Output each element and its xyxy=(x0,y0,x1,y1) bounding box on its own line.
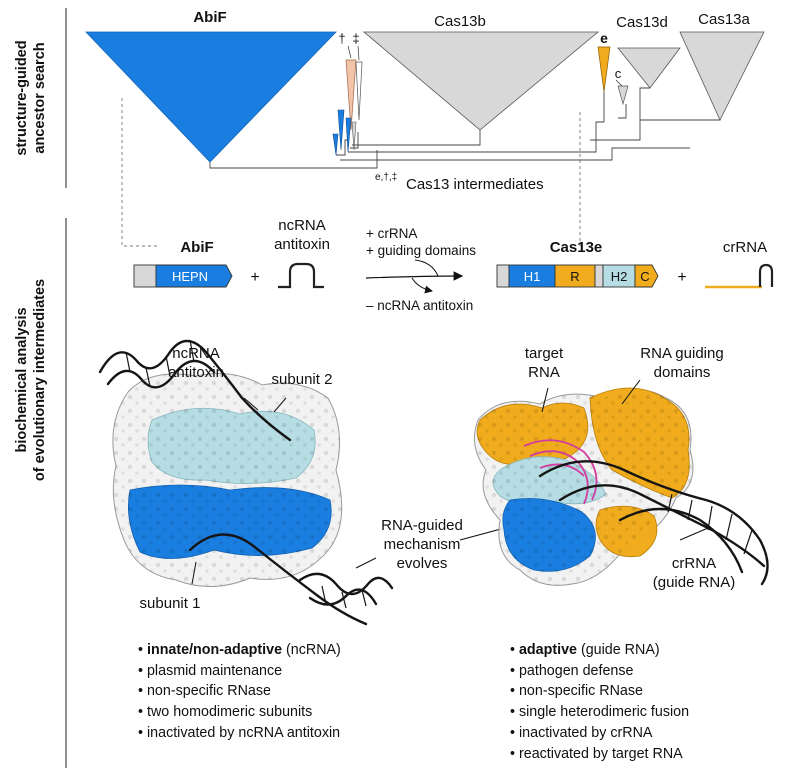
hepn-domain xyxy=(155,264,233,288)
abif-structure xyxy=(98,339,394,626)
ncrna-antitoxin-icon xyxy=(278,262,324,289)
gain-line-1: + crRNA xyxy=(366,226,417,241)
ddagger-clade xyxy=(355,61,363,121)
c-label: c xyxy=(615,66,622,81)
cas13e-property-6-text: reactivated by target RNA xyxy=(518,745,683,762)
cas13e-property-1-bold: adaptive xyxy=(518,642,577,658)
cas13e-property-4: • single heterodimeric fusion xyxy=(510,704,690,721)
cas13a-tree-label: Cas13a xyxy=(698,11,750,28)
abif-property-5: • inactivated by ncRNA antitoxin xyxy=(138,724,341,741)
abif-tree-label: AbiF xyxy=(193,9,226,26)
cas13e-clade xyxy=(597,46,611,93)
e-label: e xyxy=(600,30,608,46)
cas13e-property-4-text: single heterodimeric fusion xyxy=(518,704,690,721)
cas13b-tree-label: Cas13b xyxy=(434,13,486,30)
right-target-label-1: target xyxy=(525,345,564,362)
dagger-label: † xyxy=(338,31,345,46)
hepn-label: HEPN xyxy=(172,269,208,284)
cas13e-property-6: • reactivated by target RNA xyxy=(510,745,683,762)
abif-property-2: • plasmid maintenance xyxy=(138,662,283,679)
intermediates-label: Cas13 intermediates xyxy=(406,176,544,193)
left-subunit2-label: subunit 2 xyxy=(272,371,333,388)
abif-property-4: • two homodimeric subunits xyxy=(138,704,313,721)
side-label-bottom-2: of evolutionary intermediates xyxy=(32,279,48,481)
intermediate-gray xyxy=(351,121,357,151)
c-domain xyxy=(634,264,659,288)
gain-line-2: + guiding domains xyxy=(366,243,476,258)
ncrna-ribbon xyxy=(98,339,394,626)
cas13e-structure xyxy=(473,379,769,586)
cas13b-clade xyxy=(362,31,600,131)
schematic-row: AbiF HEPN + ncRNA antitoxin + crRNA + gu… xyxy=(133,217,774,313)
h1-label: H1 xyxy=(524,269,541,284)
left-ncrna-label-2: antitoxin xyxy=(168,364,224,381)
intermediate-blue-2 xyxy=(345,117,352,153)
left-ncrna-label-1: ncRNA xyxy=(172,345,220,362)
intermediate-blue-3 xyxy=(332,133,339,156)
abif-property-2-text: plasmid maintenance xyxy=(146,662,283,679)
crrna-icon-hairpin xyxy=(758,263,774,287)
cas13e-property-3-text: non-specific RNase xyxy=(518,683,643,700)
mid-label-3: evolves xyxy=(397,555,448,572)
ncrna-title-2: antitoxin xyxy=(274,236,330,253)
ncrna-title-1: ncRNA xyxy=(278,217,326,234)
evolution-arrow xyxy=(365,271,464,281)
mid-leader-left xyxy=(355,557,377,569)
mid-label-1: RNA-guided xyxy=(381,517,463,534)
right-crrna-label-1: crRNA xyxy=(672,555,716,572)
abif-property-1: • innate/non-adaptive (ncRNA) xyxy=(138,642,341,658)
mid-label-2: mechanism xyxy=(384,536,461,553)
cas13e-property-list: • adaptive (guide RNA) • pathogen defens… xyxy=(510,640,689,764)
intermediate-blue-1 xyxy=(337,109,345,151)
ddagger-label: ‡ xyxy=(352,31,359,46)
ncrna-rungs xyxy=(125,339,367,609)
cas13e-title: Cas13e xyxy=(550,239,603,256)
right-guiding-label-2: domains xyxy=(654,364,711,381)
dagger-clade xyxy=(345,59,357,131)
c-label-domain: C xyxy=(640,269,649,284)
abif-property-4-text: two homodimeric subunits xyxy=(146,704,313,721)
r-label: R xyxy=(570,269,579,284)
left-subunit1-label: subunit 1 xyxy=(140,595,201,612)
crrna-rungs xyxy=(667,493,753,555)
intermediates-superscript: e,†,‡ xyxy=(375,172,397,183)
plus-sign-1: + xyxy=(250,269,259,286)
side-label-top-2: ancestor search xyxy=(32,42,48,153)
cas13e-property-1-rest: (guide RNA) xyxy=(577,642,660,658)
phylogenetic-tree: AbiF Cas13b Cas13d Cas13a e c † ‡ e,†,‡ … xyxy=(85,9,765,193)
cas13e-property-5: • inactivated by crRNA xyxy=(510,724,653,741)
abif-property-1-bold: innate/non-adaptive xyxy=(146,642,283,658)
h2-label: H2 xyxy=(611,269,628,284)
abif-clade xyxy=(85,31,337,163)
right-target-label-2: RNA xyxy=(528,364,560,381)
abif-connector xyxy=(121,98,160,247)
cas13e-property-5-text: inactivated by crRNA xyxy=(518,724,653,741)
cas13e-property-2-text: pathogen defense xyxy=(518,662,634,679)
cas13a-clade xyxy=(679,31,765,121)
abif-property-1-rest: (ncRNA) xyxy=(282,642,341,658)
plus-sign-2: + xyxy=(677,269,686,286)
abif-property-3: • non-specific RNase xyxy=(138,683,271,700)
right-guiding-label-1: RNA guiding xyxy=(640,345,723,362)
abif-property-5-text: inactivated by ncRNA antitoxin xyxy=(146,724,341,741)
side-label-top-1: structure-guided xyxy=(14,40,30,155)
abif-property-3-text: non-specific RNase xyxy=(146,683,271,700)
abif-title: AbiF xyxy=(180,239,213,256)
loss-line: – ncRNA antitoxin xyxy=(366,298,473,313)
cas13c-clade xyxy=(617,85,629,106)
right-crrna-label-2: (guide RNA) xyxy=(653,574,736,591)
cas13d-clade xyxy=(617,47,681,89)
abif-property-list: • innate/non-adaptive (ncRNA) • plasmid … xyxy=(138,640,341,744)
side-label-bottom-1: biochemical analysis xyxy=(14,307,30,452)
cas13e-property-3: • non-specific RNase xyxy=(510,683,643,700)
crrna-title: crRNA xyxy=(723,239,767,256)
cas13e-property-1: • adaptive (guide RNA) xyxy=(510,642,660,658)
crrna-ribbon xyxy=(538,460,769,586)
cas13d-tree-label: Cas13d xyxy=(616,14,668,31)
cas13e-property-2: • pathogen defense xyxy=(510,662,634,679)
